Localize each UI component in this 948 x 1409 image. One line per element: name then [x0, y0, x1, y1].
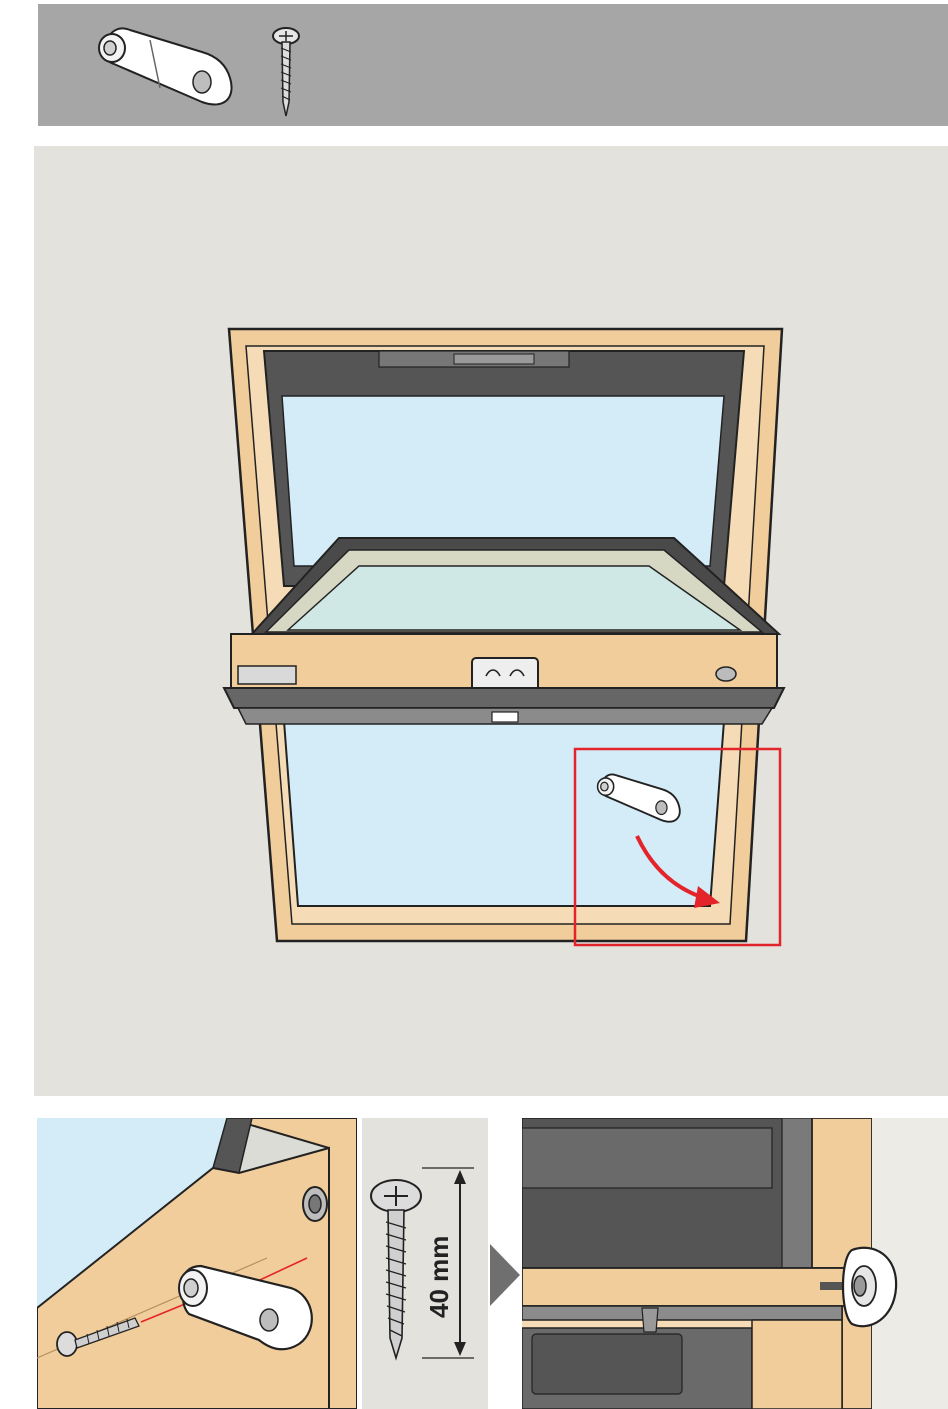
bracket-icon — [99, 28, 232, 104]
parts-strip — [38, 4, 948, 126]
mounting-illustration — [37, 1118, 357, 1409]
parts-drawing — [38, 4, 948, 126]
screw-icon — [273, 28, 299, 116]
screw-icon — [371, 1180, 421, 1358]
window-illustration — [34, 146, 948, 1096]
handle-icon — [472, 658, 538, 692]
detail-mounting — [37, 1118, 357, 1409]
detail-installed — [522, 1118, 948, 1409]
screw-size-illustration: 40 mm — [362, 1118, 488, 1409]
screw-length-label: 40 mm — [424, 1236, 454, 1318]
next-step-arrow-icon — [488, 1240, 522, 1310]
detail-screw-size: 40 mm — [362, 1118, 488, 1409]
installed-illustration — [522, 1118, 948, 1409]
main-scene — [34, 146, 948, 1096]
